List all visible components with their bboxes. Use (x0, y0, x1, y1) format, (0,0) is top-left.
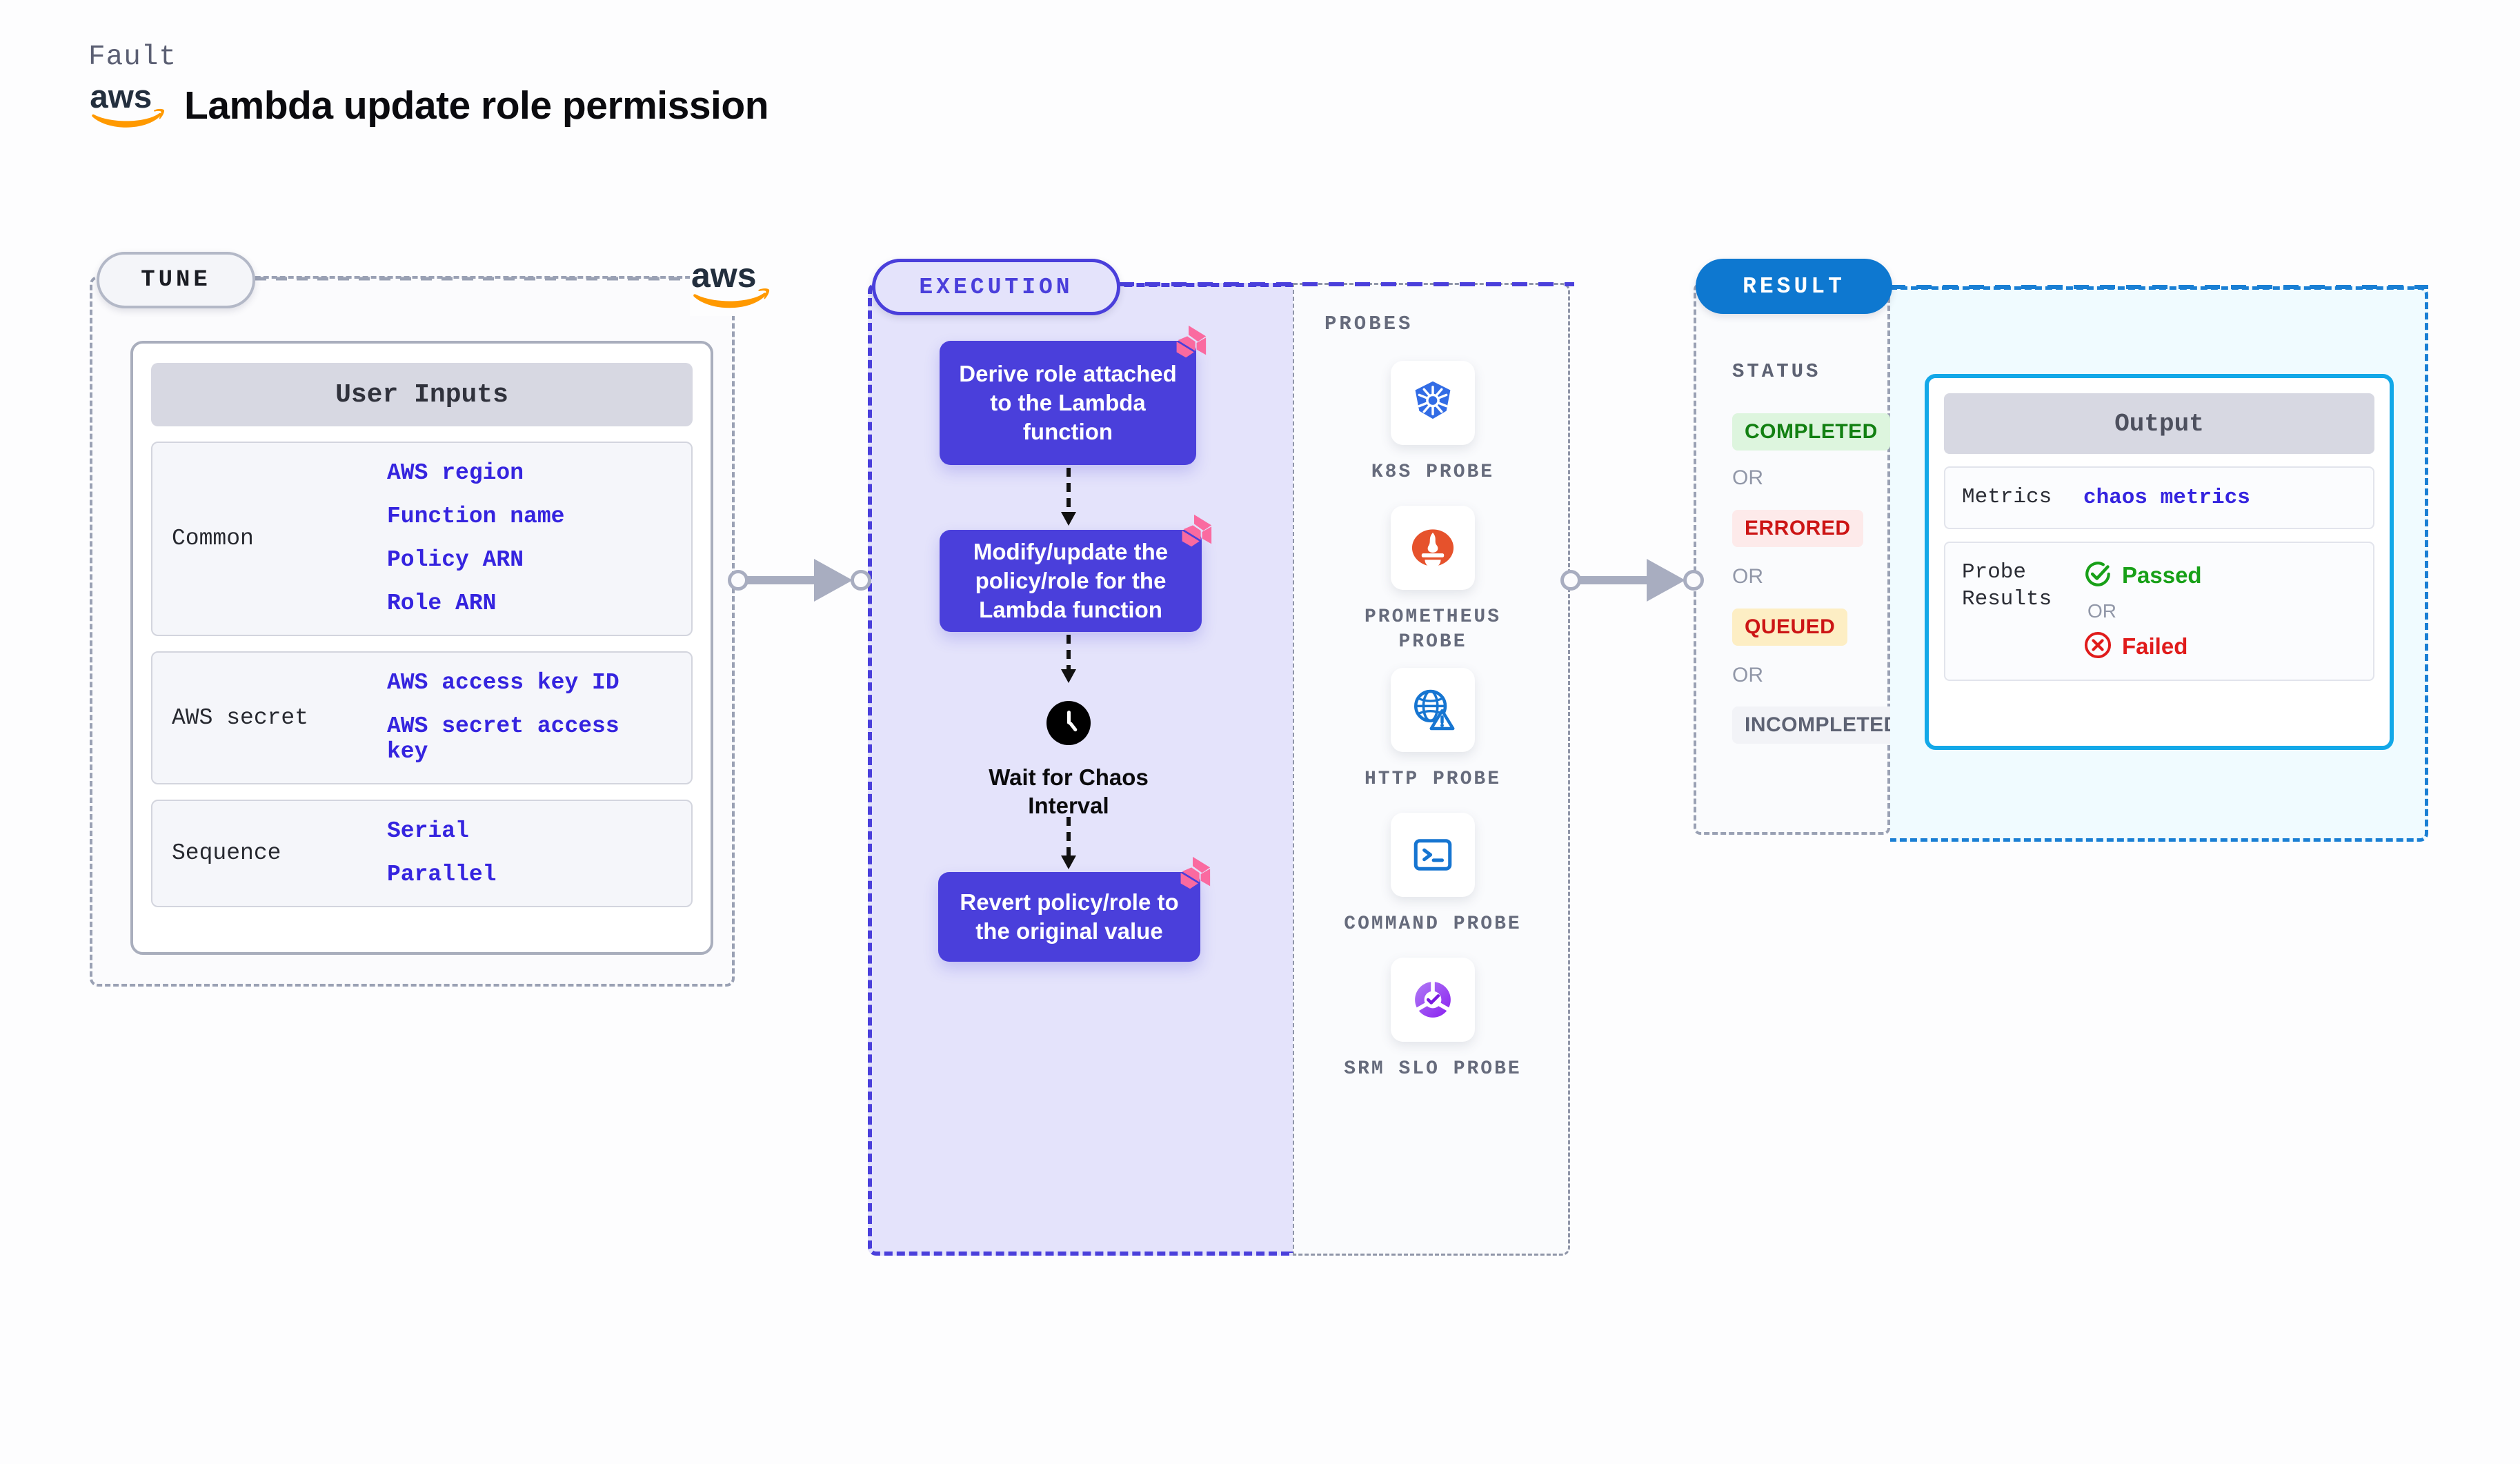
probe-srm-slo[interactable]: SRM SLO PROBE (1343, 958, 1522, 1082)
globe-warning-icon (1391, 668, 1475, 752)
flow-arrowhead-1 (1061, 512, 1076, 526)
flow-arrowhead-3 (1061, 855, 1076, 869)
title-row: aws Lambda update role permission (88, 77, 768, 134)
flow-arrowhead-2 (1061, 669, 1076, 683)
probe-prometheus[interactable]: PROMETHEUS PROBE (1343, 506, 1522, 655)
execution-step-3[interactable]: Revert policy/role to the original value (938, 856, 1211, 962)
input-value[interactable]: Policy ARN (387, 546, 524, 573)
probe-result-failed: Failed (2083, 631, 2202, 663)
arrow-tune-to-execution (728, 559, 873, 602)
result-dashed-connector (1890, 285, 2428, 289)
or-label: OR (2087, 600, 2116, 622)
tune-panel: User Inputs Common AWS region Function n… (90, 276, 735, 987)
metrics-key: Metrics (1962, 485, 2052, 509)
execution-panel: Derive role attached to the Lambda funct… (868, 283, 1570, 1256)
input-value[interactable]: AWS secret access key (387, 713, 619, 764)
input-value[interactable]: Serial (387, 818, 469, 844)
wait-label: Wait for Chaos Interval (989, 764, 1149, 819)
group-values: Serial Parallel (387, 818, 497, 888)
page-header: Fault aws Lambda update role permission (88, 41, 769, 134)
kubernetes-icon (1391, 361, 1475, 445)
metrics-value[interactable]: chaos metrics (2083, 485, 2250, 510)
litmus-icon (1169, 323, 1209, 363)
probe-command[interactable]: COMMAND PROBE (1343, 813, 1522, 937)
group-label: Common (172, 526, 254, 552)
status-badge-errored: ERRORED (1732, 510, 1863, 547)
output-card: Output Metrics chaos metrics Probe Resul… (1925, 374, 2394, 750)
clock-icon (1046, 701, 1091, 745)
execution-step-text: Modify/update the policy/role for the La… (973, 538, 1169, 623)
tune-dashed-connector (255, 277, 697, 281)
probe-label: SRM SLO PROBE (1344, 1058, 1522, 1080)
svg-text:aws: aws (691, 256, 757, 295)
arrow-execution-to-result (1560, 559, 1705, 602)
input-group-common: Common AWS region Function name Policy A… (151, 442, 693, 636)
probe-label: HTTP PROBE (1364, 769, 1502, 790)
execution-step-text: Revert policy/role to the original value (960, 889, 1179, 944)
prometheus-icon (1391, 506, 1475, 590)
input-group-aws-secret: AWS secret AWS access key ID AWS secret … (151, 651, 693, 784)
probe-http[interactable]: HTTP PROBE (1343, 668, 1522, 792)
flow-connector-2 (1066, 635, 1071, 671)
output-metrics-row: Metrics chaos metrics (1944, 466, 2374, 529)
passed-label: Passed (2122, 562, 2202, 588)
status-badge-completed: COMPLETED (1732, 413, 1890, 451)
terminal-icon (1391, 813, 1475, 897)
tune-badge: TUNE (97, 252, 255, 308)
user-inputs-header: User Inputs (151, 363, 693, 426)
group-label: AWS secret (172, 704, 309, 731)
aws-logo: aws (88, 77, 168, 134)
status-badge-queued: QUEUED (1732, 609, 1848, 646)
svg-text:aws: aws (90, 79, 152, 115)
flow-connector-1 (1066, 468, 1071, 513)
or-label: OR (1732, 664, 1763, 686)
flow-connector-3 (1066, 817, 1071, 857)
probe-results-values: Passed OR Failed (2083, 560, 2202, 663)
probe-result-passed: Passed (2083, 560, 2202, 592)
execution-step-2[interactable]: Modify/update the policy/role for the La… (940, 514, 1212, 632)
x-circle-icon (2083, 631, 2112, 663)
fault-label: Fault (88, 41, 177, 73)
output-header: Output (1944, 393, 2374, 454)
probe-label: K8S PROBE (1371, 462, 1495, 483)
input-value[interactable]: AWS access key ID (387, 669, 619, 695)
execution-step-text: Derive role attached to the Lambda funct… (959, 360, 1177, 445)
probe-results-key: Probe Results (1962, 560, 2052, 611)
result-badge: RESULT (1696, 259, 1892, 314)
aws-logo-corner: aws (690, 254, 773, 316)
execution-badge: EXECUTION (872, 259, 1120, 315)
or-label: OR (1732, 466, 1763, 489)
group-values: AWS access key ID AWS secret access key (387, 669, 635, 765)
status-badge-incompleted: INCOMPLETED (1732, 706, 1912, 744)
input-value[interactable]: AWS region (387, 460, 524, 486)
group-values: AWS region Function name Policy ARN Role… (387, 460, 565, 617)
srm-slo-icon (1391, 958, 1475, 1042)
output-probe-results-row: Probe Results Passed OR (1944, 541, 2374, 681)
group-label: Sequence (172, 840, 281, 867)
input-value[interactable]: Role ARN (387, 590, 497, 616)
probes-column: PROBES K8S PROBE (1293, 283, 1570, 1256)
execution-step-1[interactable]: Derive role attached to the Lambda funct… (940, 325, 1207, 465)
result-status-panel: STATUS COMPLETED OR ERRORED OR QUEUED OR… (1694, 283, 1912, 835)
probe-label: PROMETHEUS PROBE (1364, 606, 1502, 653)
input-value[interactable]: Parallel (387, 861, 497, 887)
failed-label: Failed (2122, 633, 2188, 660)
probe-k8s[interactable]: K8S PROBE (1343, 361, 1522, 485)
execution-dashed-connector (1119, 282, 1574, 286)
status-label: STATUS (1732, 360, 1821, 383)
tune-card: User Inputs Common AWS region Function n… (130, 341, 713, 955)
probes-title: PROBES (1325, 313, 1413, 335)
page-title: Lambda update role permission (184, 83, 769, 128)
input-value[interactable]: Function name (387, 503, 565, 529)
probe-label: COMMAND PROBE (1344, 913, 1522, 935)
litmus-icon (1173, 854, 1213, 894)
execution-steps-column: Derive role attached to the Lambda funct… (868, 283, 1293, 1256)
input-group-sequence: Sequence Serial Parallel (151, 799, 693, 907)
check-circle-icon (2083, 560, 2112, 592)
or-label: OR (1732, 565, 1763, 588)
litmus-icon (1174, 512, 1214, 552)
